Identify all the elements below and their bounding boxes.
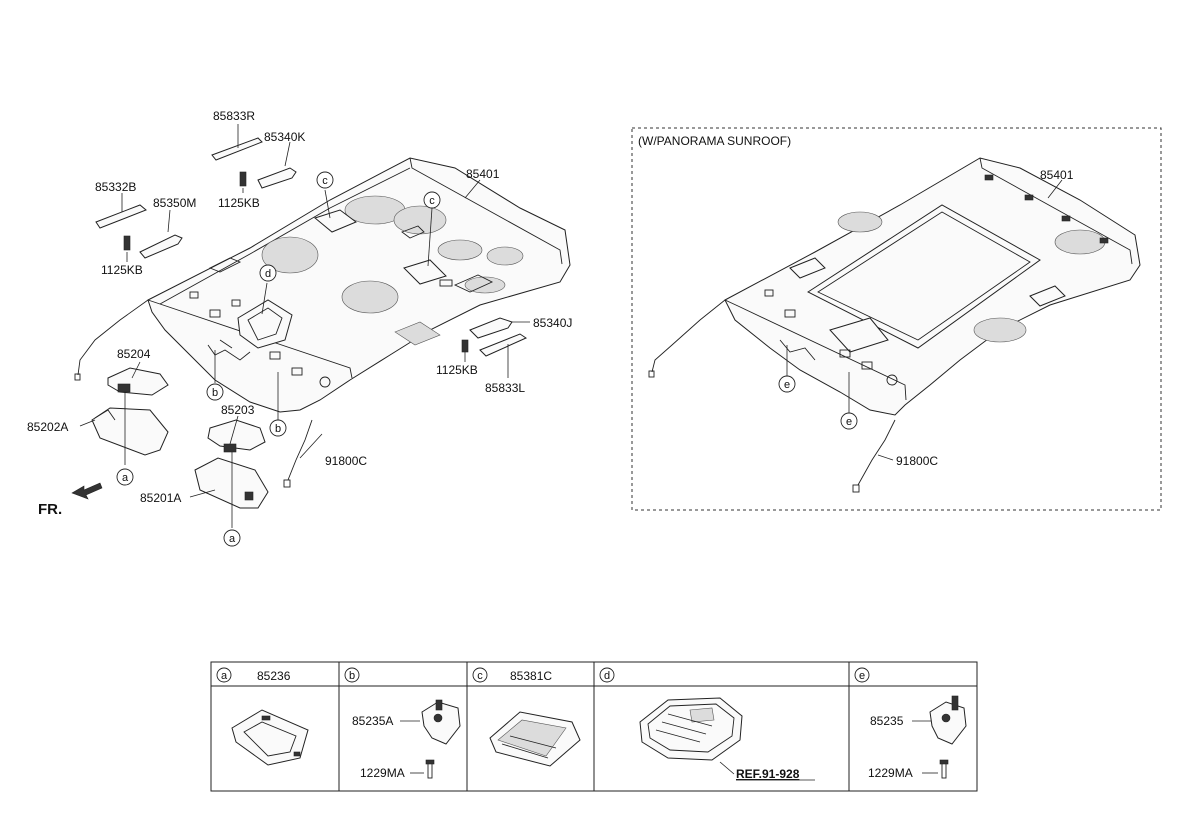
sunvisor-rh[interactable] xyxy=(194,457,269,509)
dome-lamp-opening-rear xyxy=(313,209,357,233)
assist-handle-group-top xyxy=(211,124,297,193)
detail-a-part: 85236 xyxy=(257,669,291,683)
svg-text:b: b xyxy=(349,670,355,682)
svg-text:e: e xyxy=(784,379,790,391)
svg-text:c: c xyxy=(477,670,483,682)
assist-handle-bracket[interactable] xyxy=(211,137,263,161)
detail-table: a 85236 b 85235A 1229MA c 85381C xyxy=(210,661,978,792)
label-1125KB-top: 1125KB xyxy=(218,196,260,210)
label-85833R: 85833R xyxy=(213,109,255,123)
sunvisor-cover-lh[interactable] xyxy=(107,367,169,396)
svg-text:e: e xyxy=(859,670,865,682)
svg-text:e: e xyxy=(846,416,852,428)
callout-a-1[interactable]: a xyxy=(116,468,134,486)
svg-text:c: c xyxy=(322,175,328,187)
panorama-label-91800C: 91800C xyxy=(896,454,938,468)
label-85201A: 85201A xyxy=(140,491,181,505)
assist-handle-bracket-left[interactable] xyxy=(95,204,147,229)
detail-d-ref[interactable]: REF.91-928 xyxy=(736,767,800,781)
front-arrow-icon xyxy=(71,482,103,500)
callout-b-2[interactable]: b xyxy=(269,419,287,437)
label-91800C: 91800C xyxy=(325,454,367,468)
main-headliner-drawing xyxy=(74,157,571,488)
assist-handle-group-left xyxy=(95,193,183,262)
wiring-left xyxy=(77,299,149,376)
assist-handle[interactable] xyxy=(257,167,297,189)
sunvisor-lh[interactable] xyxy=(91,407,169,456)
detail-cell-d: d REF.91-928 xyxy=(599,667,815,781)
label-1125KB-left: 1125KB xyxy=(101,263,143,277)
detail-e-top-label: 85235 xyxy=(870,714,904,728)
callout-e-2[interactable]: e xyxy=(840,412,858,430)
overhead-console-part[interactable] xyxy=(639,697,743,761)
label-85204: 85204 xyxy=(117,347,151,361)
label-85350M: 85350M xyxy=(153,196,196,210)
callout-b-1[interactable]: b xyxy=(206,383,224,401)
assist-handle-group-right xyxy=(461,317,530,378)
detail-b-top-label: 85235A xyxy=(352,714,393,728)
front-label: FR. xyxy=(38,501,62,518)
detail-cell-a: a 85236 xyxy=(216,667,309,766)
detail-cell-c: c 85381C xyxy=(472,667,581,767)
label-85340K: 85340K xyxy=(264,130,305,144)
sunvisor-right-group xyxy=(189,415,269,528)
svg-text:b: b xyxy=(212,387,218,399)
svg-text:a: a xyxy=(229,533,236,545)
svg-text:d: d xyxy=(265,268,271,280)
label-85401: 85401 xyxy=(466,167,500,181)
label-85332B: 85332B xyxy=(95,180,136,194)
callout-c-1[interactable]: c xyxy=(316,171,334,189)
callout-c-2[interactable]: c xyxy=(423,191,441,209)
label-85833L: 85833L xyxy=(485,381,525,395)
callout-a-2[interactable]: a xyxy=(223,529,241,547)
sunvisor-cover-rh[interactable] xyxy=(207,419,266,451)
assist-handle-right[interactable] xyxy=(469,317,513,339)
panorama-box-border xyxy=(631,127,1162,511)
detail-cell-e: e 85235 1229MA xyxy=(854,667,967,780)
callout-d[interactable]: d xyxy=(259,264,277,282)
sunvisor-bracket-part[interactable] xyxy=(231,709,309,766)
wiring-right xyxy=(287,419,313,481)
svg-text:b: b xyxy=(275,423,281,435)
front-direction-indicator xyxy=(71,482,103,500)
sunvisor-holder-e[interactable] xyxy=(929,701,967,745)
detail-c-part: 85381C xyxy=(510,669,552,683)
detail-e-bottom-label: 1229MA xyxy=(868,766,913,780)
svg-text:c: c xyxy=(429,195,435,207)
label-85202A: 85202A xyxy=(27,420,68,434)
panorama-label-85401: 85401 xyxy=(1040,168,1074,182)
map-lamp-opening xyxy=(237,299,293,349)
sunroof-opening xyxy=(807,204,1041,349)
label-85340J: 85340J xyxy=(533,316,572,330)
dome-lamp-opening-mid xyxy=(403,259,447,285)
assist-handle-left[interactable] xyxy=(139,234,183,259)
label-1125KB-right: 1125KB xyxy=(436,363,478,377)
panorama-variant-panel: (W/PANORAMA SUNROOF) 85401 91800C xyxy=(631,127,1162,511)
sunvisor-left-group xyxy=(79,361,169,465)
detail-cell-b: b 85235A 1229MA xyxy=(344,667,461,780)
label-85203: 85203 xyxy=(221,403,255,417)
callout-e-1[interactable]: e xyxy=(778,375,796,393)
detail-b-bottom-label: 1229MA xyxy=(360,766,405,780)
svg-text:d: d xyxy=(604,670,610,682)
assist-handle-bracket-right[interactable] xyxy=(479,333,528,357)
panorama-title: (W/PANORAMA SUNROOF) xyxy=(638,134,791,148)
svg-text:a: a xyxy=(221,670,228,682)
svg-text:a: a xyxy=(122,472,129,484)
